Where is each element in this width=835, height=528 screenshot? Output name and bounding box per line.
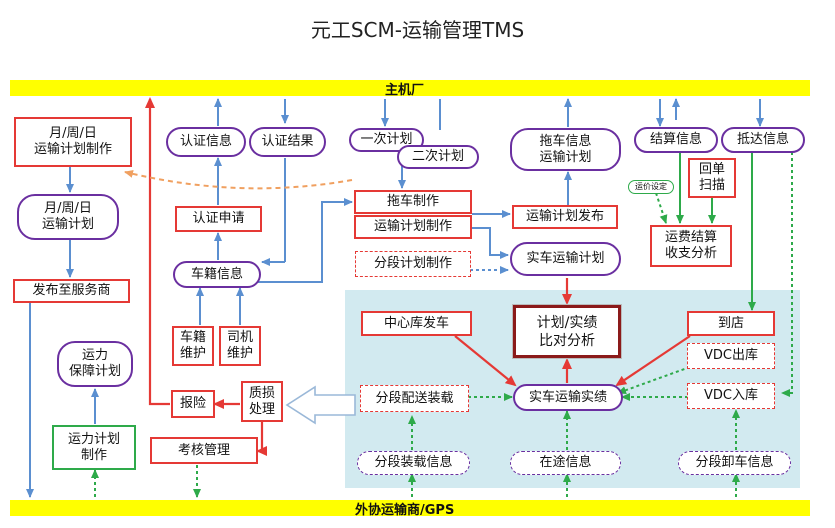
node-monthly-plan: 月/周/日 运输计划: [17, 194, 119, 240]
red-arrows: [145, 97, 691, 456]
node-insurance: 报险: [171, 390, 215, 418]
node-vehicle-info: 车籍信息: [173, 261, 261, 288]
node-capacity-plan-make: 运力计划 制作: [52, 425, 136, 470]
top-band: [10, 80, 810, 96]
orange-dashed-arrow: [124, 170, 353, 190]
node-monthly-plan-make: 月/周/日 运输计划制作: [14, 117, 132, 167]
node-transport-plan-publish: 运输计划发布: [512, 205, 618, 229]
hollow-arrow: [285, 385, 356, 425]
node-vehicle-maint: 车籍 维护: [172, 326, 214, 366]
node-second-plan: 二次计划: [397, 145, 479, 169]
node-capacity-guarantee: 运力 保障计划: [57, 341, 133, 387]
page-title: 元工SCM-运输管理TMS: [310, 18, 525, 42]
node-quality-handle: 质损 处理: [241, 381, 283, 422]
node-segment-loading: 分段配送装载: [360, 385, 469, 412]
node-receipt-scan: 回单 扫描: [688, 158, 736, 198]
node-segment-plan-make: 分段计划制作: [355, 251, 471, 277]
node-cert-apply: 认证申请: [175, 206, 262, 232]
node-arrival-info: 抵达信息: [721, 127, 805, 153]
node-freight-setting: 运价设定: [628, 180, 674, 194]
bottom-band: [10, 500, 810, 516]
node-actual-plan: 实车运输计划: [510, 242, 621, 276]
node-center-dispatch: 中心库发车: [361, 311, 472, 336]
green-dotted-arrows: [91, 152, 793, 498]
bottom-band-label: 外协运输商/GPS: [355, 503, 455, 518]
node-freight-settle: 运费结算 收支分析: [650, 225, 732, 267]
node-in-transit-info: 在途信息: [510, 451, 621, 475]
node-vdc-in: VDC入库: [687, 383, 775, 409]
node-settle-info: 结算信息: [634, 127, 718, 153]
top-band-label: 主机厂: [385, 83, 425, 98]
node-publish-to-provider: 发布至服务商: [13, 279, 130, 303]
node-assessment: 考核管理: [150, 437, 258, 464]
node-actual-performance: 实车运输实绩: [513, 384, 623, 411]
node-transport-plan-make: 运输计划制作: [354, 215, 472, 239]
node-cert-info: 认证信息: [166, 127, 246, 157]
node-plan-vs-actual: 计划/实绩 比对分析: [513, 305, 621, 358]
node-segment-load-info: 分段装载信息: [357, 451, 470, 475]
node-arrive-store: 到店: [687, 311, 775, 336]
node-driver-maint: 司机 维护: [219, 326, 261, 366]
node-tow-make: 拖车制作: [354, 190, 472, 214]
node-tow-info-plan: 拖车信息 运输计划: [510, 128, 621, 171]
node-cert-result: 认证结果: [249, 127, 326, 157]
green-arrows: [676, 152, 756, 311]
node-segment-unload-info: 分段卸车信息: [678, 451, 791, 475]
blue-arrows: [26, 98, 764, 498]
node-vdc-out: VDC出库: [687, 343, 775, 369]
